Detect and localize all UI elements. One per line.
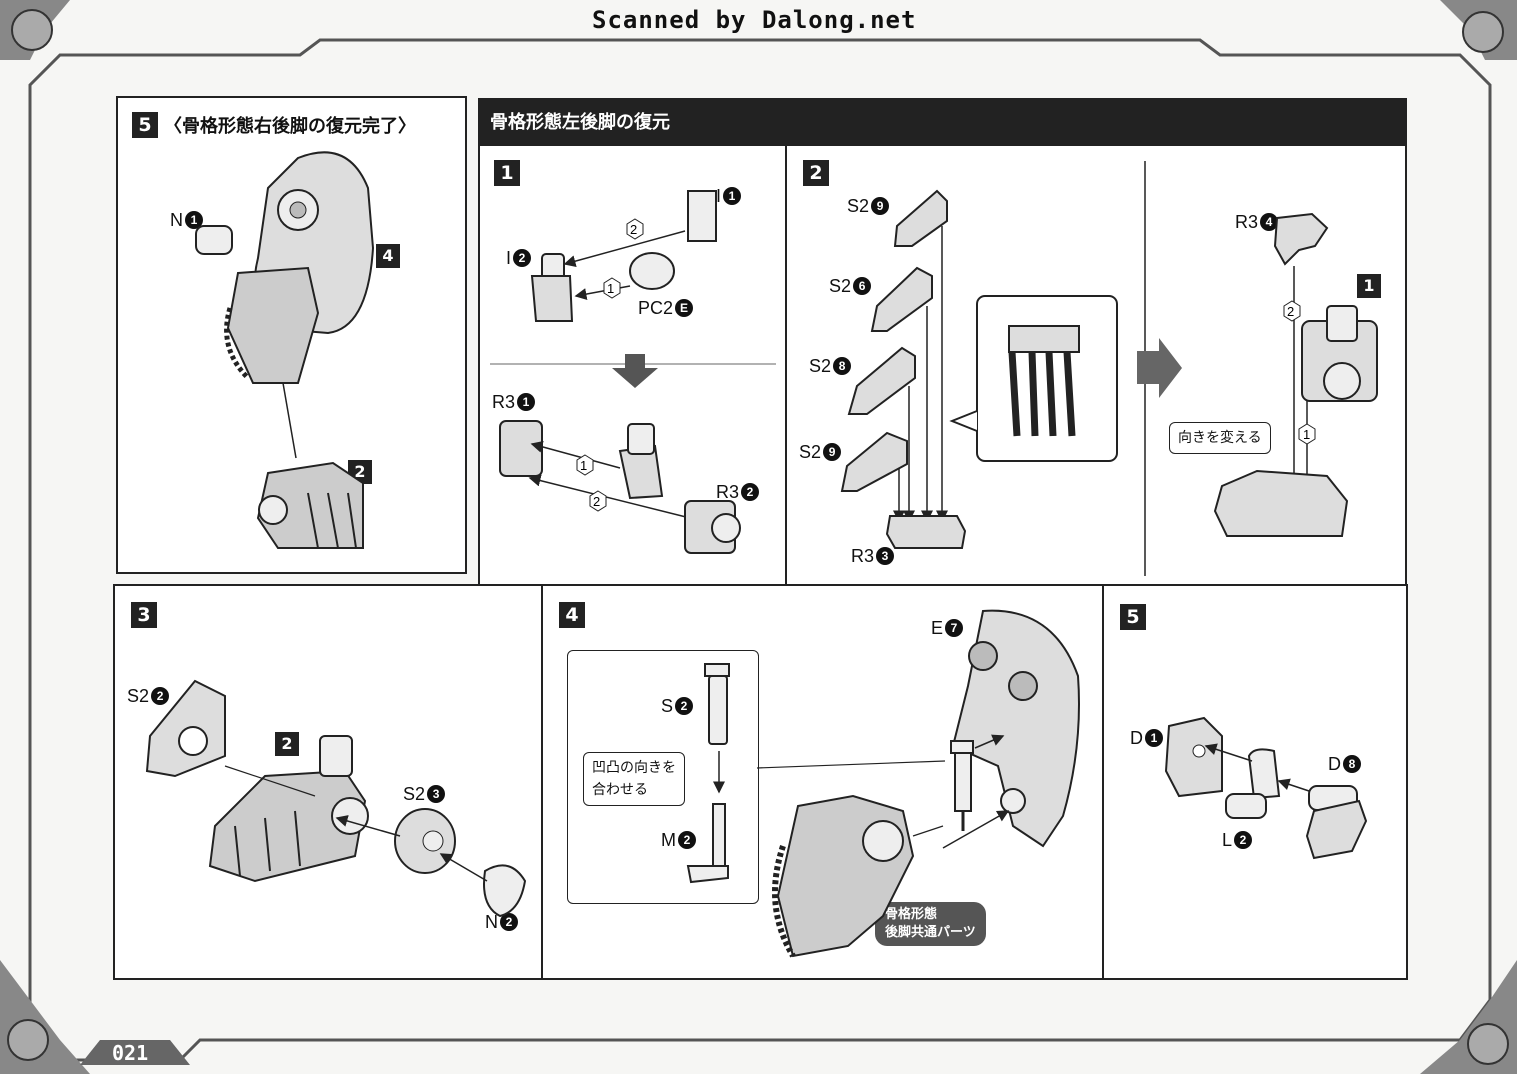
section-title xyxy=(478,98,1407,144)
step4-illustration xyxy=(686,609,1080,958)
step5-illustration xyxy=(1164,716,1368,860)
step-number: 4 xyxy=(559,602,585,628)
section-title-text: 骨格形態左後脚の復元 xyxy=(490,112,670,133)
watermark: Scanned by Dalong.net xyxy=(592,6,917,34)
step1-illustration: 2 1 1 2 xyxy=(490,190,776,554)
step-number: 3 xyxy=(131,602,157,628)
step-number: 5 xyxy=(1120,604,1146,630)
sub-step-4: 4 xyxy=(376,244,400,268)
order-1b: 1 xyxy=(580,458,587,473)
order-1a: 1 xyxy=(607,281,614,296)
step2-illustration: 2 1 xyxy=(840,161,1378,576)
order-1: 1 xyxy=(1303,427,1310,442)
order-2a: 2 xyxy=(630,222,637,237)
step3-illustration xyxy=(145,679,527,918)
sub-step-1: 1 xyxy=(1357,274,1381,298)
order-2: 2 xyxy=(1287,304,1294,319)
step-number: 2 xyxy=(803,160,829,186)
leg-assembly-illustration xyxy=(195,151,375,549)
sub-step-2: 2 xyxy=(275,732,299,756)
common-parts-callout: 骨格形態 後脚共通パーツ xyxy=(875,902,986,946)
rotate-callout: 向きを変える xyxy=(1169,422,1271,454)
step-number: 5 xyxy=(132,112,158,138)
align-callout: 凹凸の向きを 合わせる xyxy=(583,752,685,806)
page-number: 021 xyxy=(112,1041,149,1065)
panel-title: 〈骨格形態右後脚の復元完了〉 xyxy=(164,116,416,137)
order-2b: 2 xyxy=(593,494,600,509)
step-number: 1 xyxy=(494,160,520,186)
